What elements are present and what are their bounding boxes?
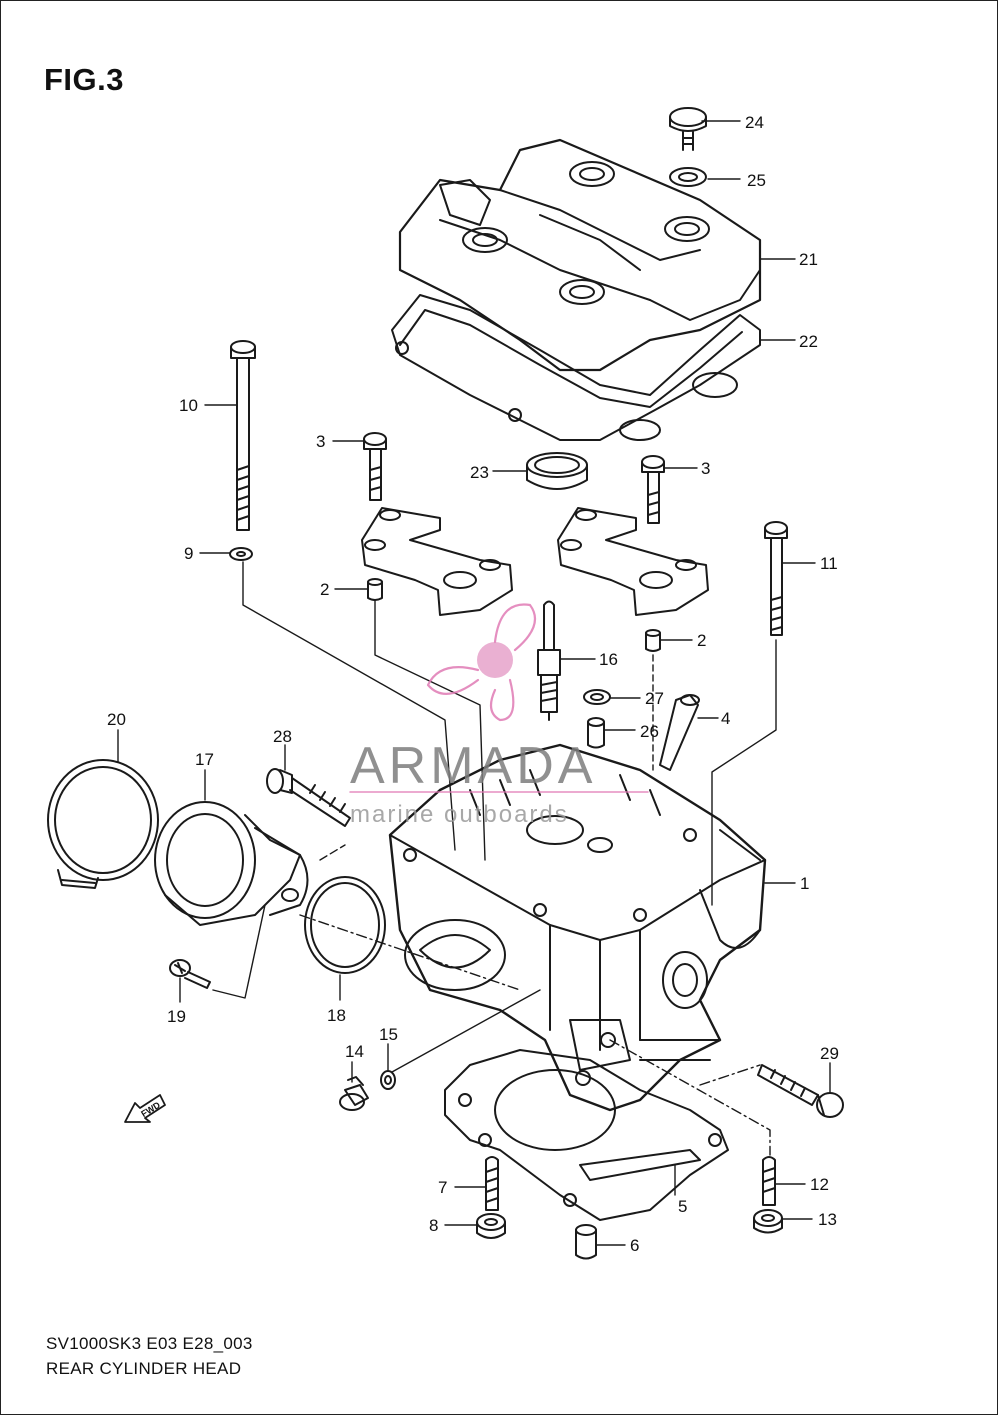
callout-6: 6 <box>630 1236 639 1255</box>
diagram-caption: REAR CYLINDER HEAD <box>46 1359 242 1378</box>
spark-plug[interactable] <box>537 600 561 721</box>
callout-20: 20 <box>107 710 126 729</box>
dowel-pin-right[interactable] <box>645 629 661 652</box>
callout-10: 10 <box>179 396 198 415</box>
cylinder-head-cover[interactable] <box>398 138 762 372</box>
watermark-logo <box>426 603 537 722</box>
forward-arrow-icon <box>124 1094 166 1123</box>
callout-13: 13 <box>818 1210 837 1229</box>
watermark-brand: ARMADA <box>350 737 596 795</box>
leader-lines <box>117 120 831 1246</box>
washer-15[interactable] <box>380 1070 396 1090</box>
callout-18: 18 <box>327 1006 346 1025</box>
callout-23: 23 <box>470 463 489 482</box>
cylinder-head-bolt-11[interactable] <box>764 521 788 636</box>
callout-5: 5 <box>678 1197 687 1216</box>
cover-bolt[interactable] <box>669 107 707 151</box>
nut-13[interactable] <box>753 1209 783 1234</box>
callout-4: 4 <box>721 709 730 728</box>
callout-14: 14 <box>345 1042 364 1061</box>
callout-3-left: 3 <box>316 432 325 451</box>
stud-bolt-12[interactable] <box>762 1156 776 1206</box>
nut-8[interactable] <box>476 1213 506 1239</box>
model-code: SV1000SK3 E03 E28_003 <box>46 1334 253 1353</box>
callout-11: 11 <box>820 554 838 573</box>
stud-bolt-7[interactable] <box>485 1156 499 1211</box>
intake-bolt-28[interactable] <box>266 768 351 827</box>
intake-pipe[interactable] <box>154 801 309 926</box>
oil-jet-4[interactable] <box>659 694 700 771</box>
washer-27[interactable] <box>583 689 611 705</box>
callout-2-left: 2 <box>320 580 329 599</box>
sleeve-26[interactable] <box>587 717 605 749</box>
cylinder-head[interactable] <box>388 743 767 1112</box>
sealing-washer[interactable] <box>669 167 707 187</box>
callout-26: 26 <box>640 722 659 741</box>
callout-3-right: 3 <box>701 459 710 478</box>
callout-2-right: 2 <box>697 631 706 650</box>
dowel-pin-left[interactable] <box>367 578 383 601</box>
camshaft-holder-right[interactable] <box>557 507 709 616</box>
cylinder-head-gasket[interactable] <box>444 1049 729 1221</box>
callout-16: 16 <box>599 650 618 669</box>
callout-19: 19 <box>167 1007 186 1026</box>
callout-labels: 1 2 2 3 3 4 5 6 7 8 9 10 11 12 13 14 15 … <box>107 113 839 1255</box>
camshaft-holder-left[interactable] <box>361 507 513 616</box>
o-ring[interactable] <box>304 876 386 974</box>
bolt-3-right[interactable] <box>641 455 665 524</box>
callout-17: 17 <box>195 750 214 769</box>
callout-21: 21 <box>799 250 818 269</box>
callout-9: 9 <box>184 544 193 563</box>
washer-9[interactable] <box>229 547 253 561</box>
callout-24: 24 <box>745 113 764 132</box>
bolt-14[interactable] <box>339 1076 369 1111</box>
cylinder-head-bolt-long[interactable] <box>230 340 256 531</box>
watermark-tagline: marine outboards <box>350 801 569 828</box>
figure-title: FIG.3 <box>44 62 125 97</box>
callout-12: 12 <box>810 1175 829 1194</box>
bolt-3-left[interactable] <box>363 432 387 501</box>
seal-ring[interactable] <box>526 452 588 490</box>
dowel-pin-6[interactable] <box>575 1224 597 1260</box>
callout-27: 27 <box>645 689 664 708</box>
forward-arrow-label: FWD <box>139 1100 162 1120</box>
callout-22: 22 <box>799 332 818 351</box>
cover-gasket[interactable] <box>391 294 761 441</box>
callout-8: 8 <box>429 1216 438 1235</box>
callout-29: 29 <box>820 1044 839 1063</box>
callout-7: 7 <box>438 1178 447 1197</box>
intake-clamp[interactable] <box>47 759 159 889</box>
callout-25: 25 <box>747 171 766 190</box>
callout-1: 1 <box>800 874 809 893</box>
screw-19[interactable] <box>169 959 211 989</box>
callout-28: 28 <box>273 727 292 746</box>
callout-15: 15 <box>379 1025 398 1044</box>
